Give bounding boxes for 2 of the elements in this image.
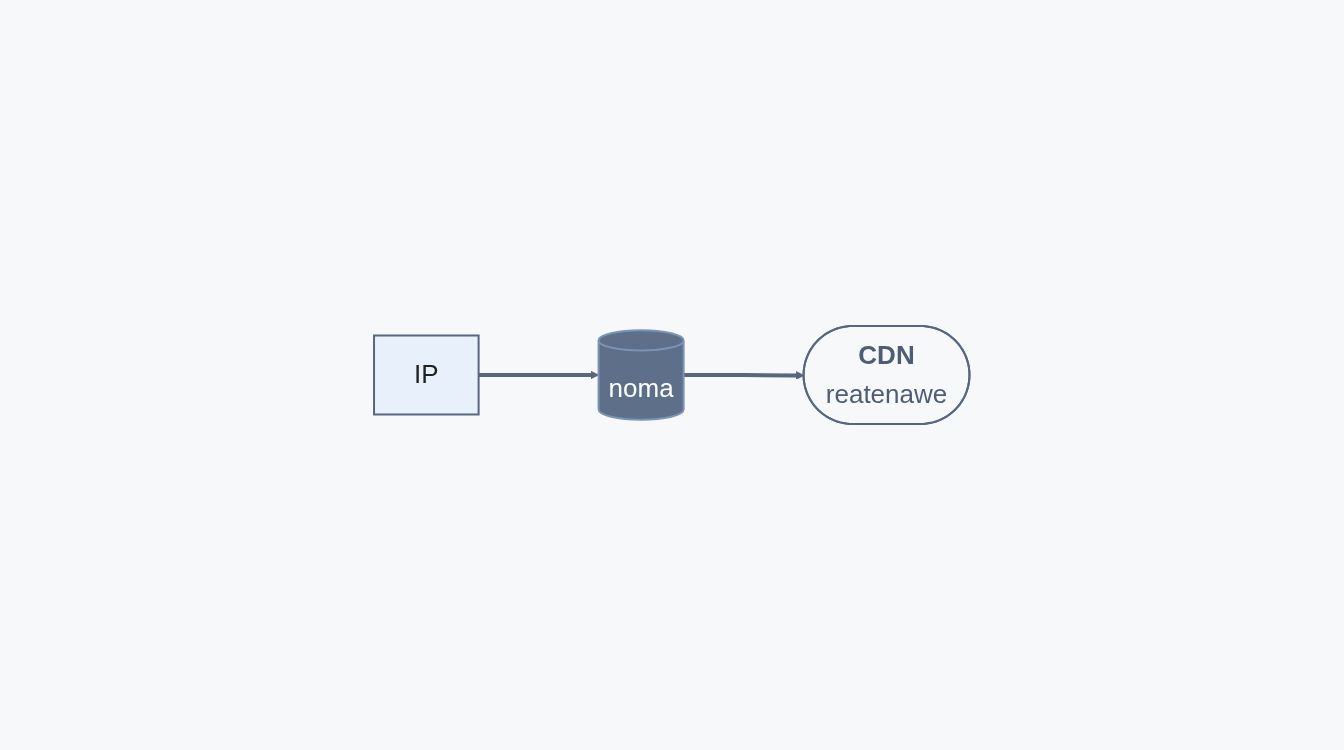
node-box: IP [373, 334, 480, 416]
arrow [478, 370, 600, 380]
